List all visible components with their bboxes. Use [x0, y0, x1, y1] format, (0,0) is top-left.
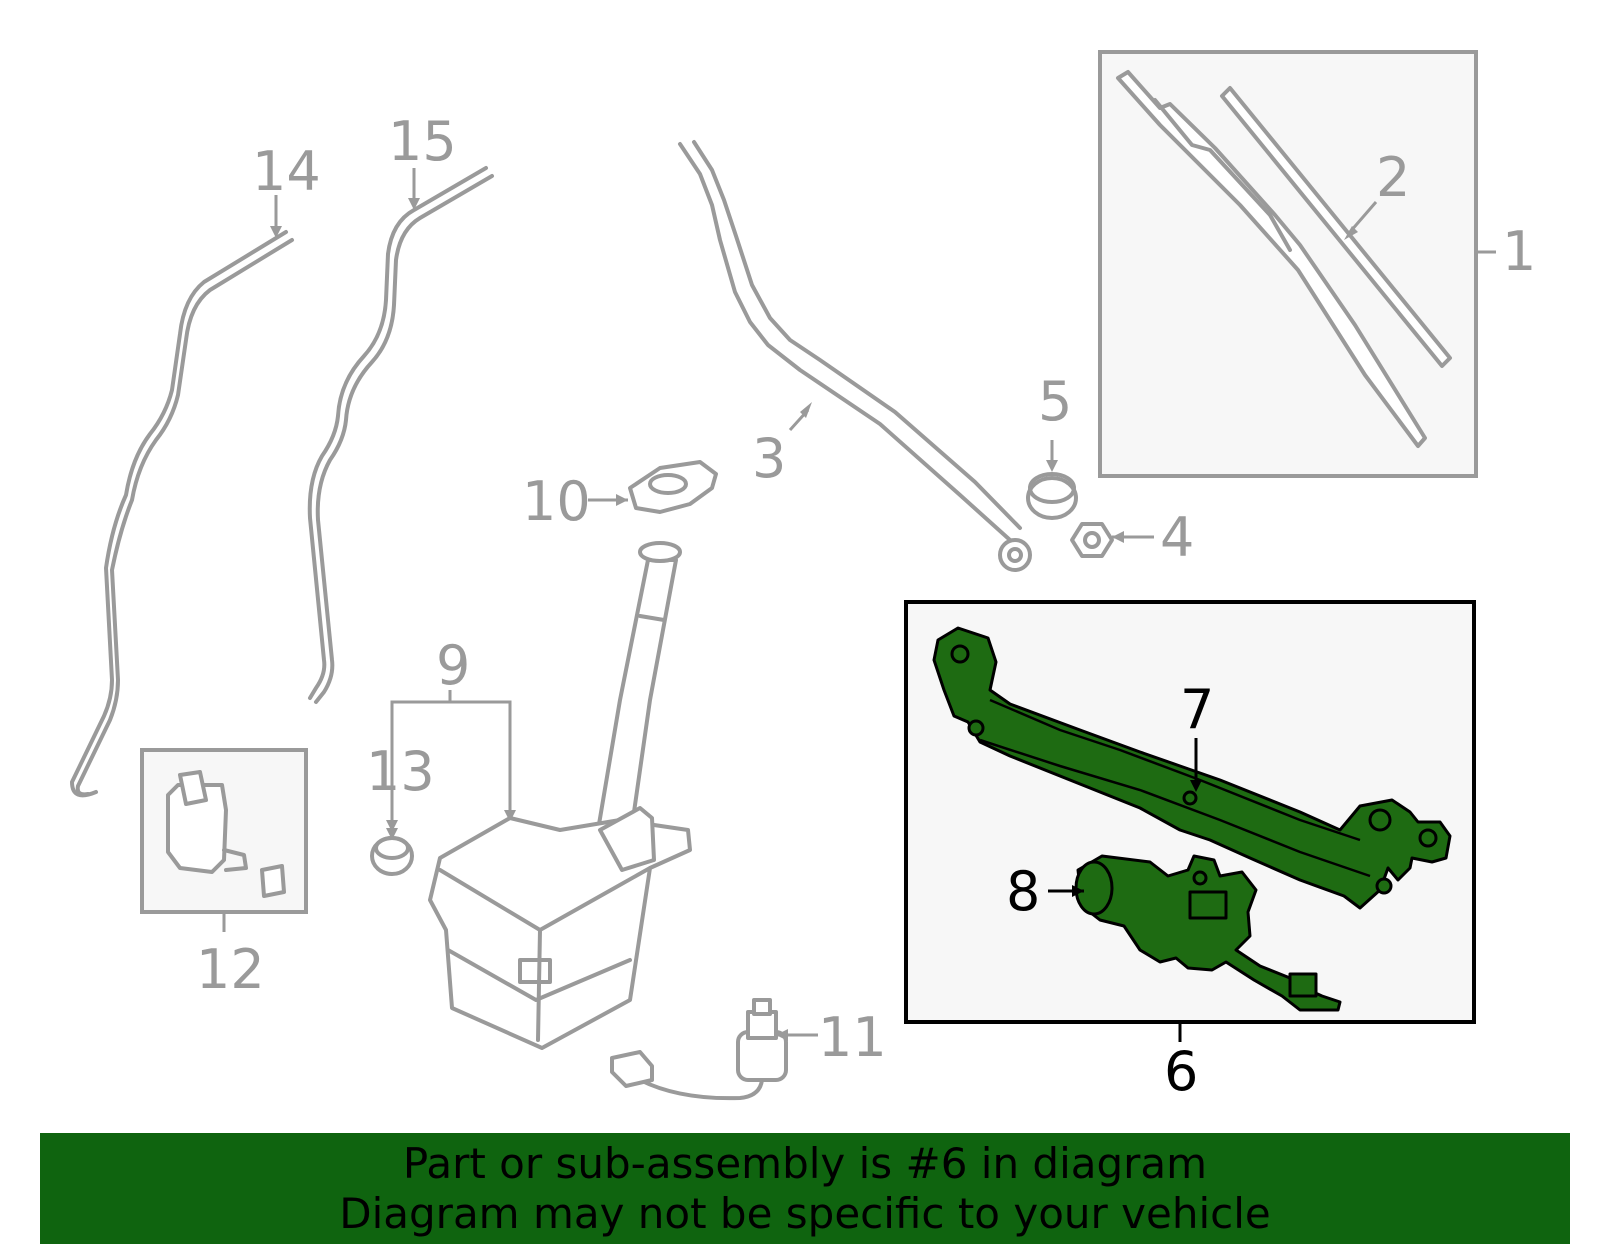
leader-13-arrow	[386, 828, 398, 840]
part-9-reservoir[interactable]	[428, 541, 692, 1050]
part-15-hose[interactable]	[307, 166, 494, 704]
part-14-hose[interactable]	[70, 230, 294, 798]
callout-13: 13	[366, 740, 435, 803]
part-3-wiper-arm[interactable]	[678, 140, 1032, 572]
part-4-nut[interactable]	[1070, 522, 1114, 558]
part-10-mount[interactable]	[628, 460, 718, 514]
part-group-12-washer-pump[interactable]	[140, 748, 308, 932]
callout-7: 7	[1180, 678, 1214, 741]
leader-8	[1048, 885, 1084, 897]
info-banner: Part or sub-assembly is #6 in diagram Di…	[40, 1133, 1570, 1244]
leader-10-arrow	[616, 494, 628, 506]
part-group-6-wiper-linkage-assembly[interactable]	[904, 600, 1476, 1042]
part-8-motor[interactable]	[1074, 854, 1342, 1012]
callout-9: 9	[436, 634, 470, 697]
callout-6: 6	[1164, 1040, 1198, 1103]
leader-3	[788, 402, 812, 432]
leader-4-arrow	[1112, 531, 1124, 543]
callout-4: 4	[1160, 506, 1194, 569]
callout-3: 3	[752, 427, 786, 490]
banner-line-2: Diagram may not be specific to your vehi…	[339, 1188, 1271, 1238]
leader-2	[1344, 201, 1378, 240]
callout-15: 15	[388, 110, 457, 173]
callout-5: 5	[1038, 370, 1072, 433]
callout-11: 11	[818, 1006, 887, 1069]
part-5-cap[interactable]	[1026, 472, 1078, 520]
part-11-washer-motor[interactable]	[610, 998, 788, 1101]
leader-7	[1190, 738, 1202, 792]
leader-15-arrow	[408, 198, 420, 210]
callout-14: 14	[252, 140, 321, 203]
callout-8: 8	[1006, 860, 1040, 923]
leader-11-arrow	[776, 1029, 788, 1041]
callout-10: 10	[522, 470, 591, 533]
callout-1: 1	[1502, 220, 1536, 283]
callout-12: 12	[196, 938, 265, 1001]
banner-line-1: Part or sub-assembly is #6 in diagram	[402, 1138, 1208, 1188]
part-group-1-wiper-blade[interactable]	[1098, 50, 1496, 478]
leader-14-arrow	[270, 226, 282, 238]
part-7-linkage[interactable]	[932, 626, 1452, 910]
part-13-grommet[interactable]	[370, 836, 414, 876]
callout-2: 2	[1376, 146, 1410, 209]
leader-5-arrow	[1046, 460, 1058, 472]
